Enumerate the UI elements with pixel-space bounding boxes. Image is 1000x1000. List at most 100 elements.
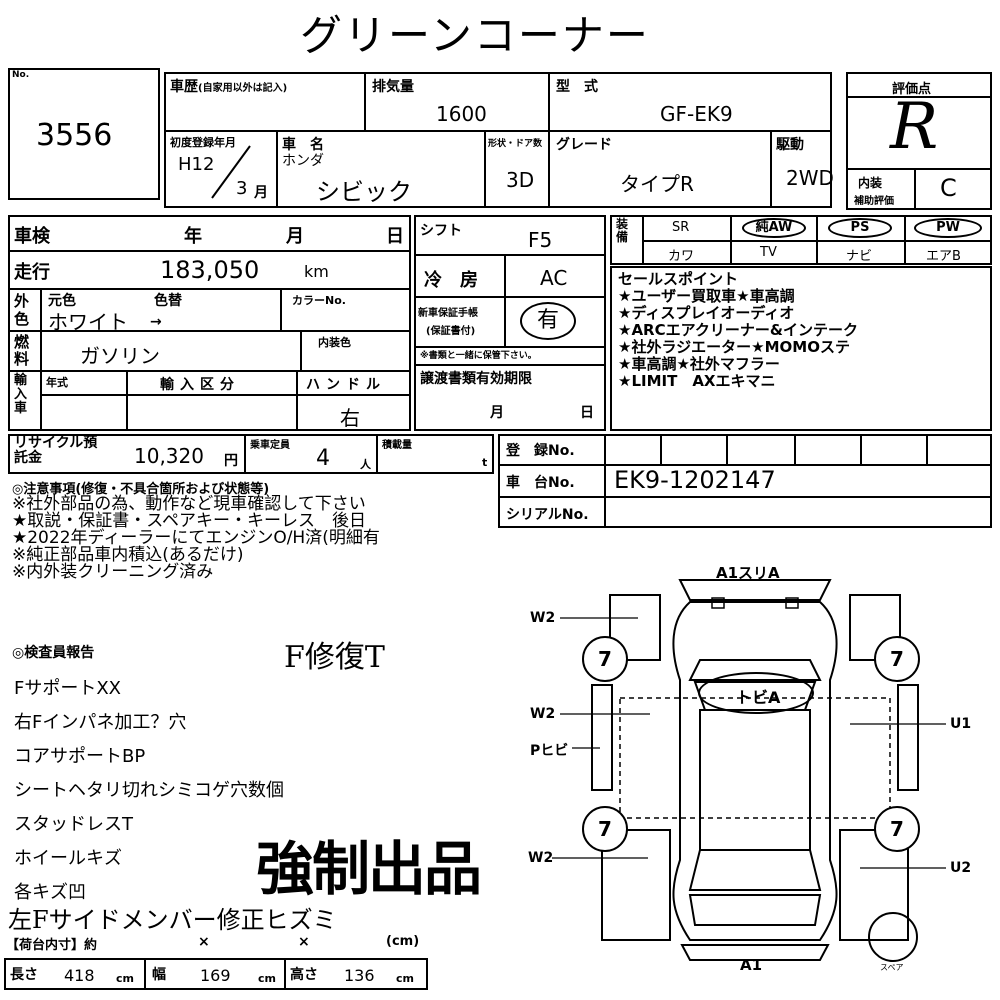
- exterior-label: 外色: [14, 292, 36, 328]
- report-item: スタッドレスT: [14, 814, 133, 835]
- lot-label: No.: [12, 70, 30, 80]
- tire-front-right: 7: [874, 636, 920, 682]
- caution-item: ★取説・保証書・スペアキー・キーレス 後日: [12, 511, 367, 531]
- car-name-value: シビック: [316, 178, 412, 206]
- report-item: 右Fインパネ加工？穴: [14, 712, 187, 733]
- forced-listing-stamp: 強制出品: [256, 835, 482, 903]
- mileage-value: 183,050: [160, 256, 260, 284]
- page-title: グリーンコーナー: [300, 11, 650, 60]
- equip-pw: PW: [914, 218, 982, 238]
- recycle-unit: 円: [224, 453, 238, 469]
- inspection-year: 年: [184, 226, 202, 247]
- recycle-label: リサイクル預託金: [14, 436, 104, 466]
- handle-value: 右: [340, 406, 360, 430]
- tire-rear-right: 7: [874, 806, 920, 852]
- diagram-right-label: U1: [950, 716, 972, 732]
- tire-front-left: 7: [582, 636, 628, 682]
- interior-sublabel: 補助評価: [854, 196, 894, 207]
- history-note: (自家用以外は記入): [198, 83, 288, 94]
- caution-item: ★2022年ディーラーにてエンジンO/H済(明細有: [12, 528, 380, 548]
- capacity-value: 4: [316, 446, 330, 471]
- color-no-label: カラーNo.: [292, 294, 346, 307]
- lot-box: [8, 68, 160, 200]
- sales-points-label: セールスポイント: [618, 270, 739, 288]
- recycle-row: [8, 434, 494, 474]
- inspection-label: 車検: [14, 226, 50, 247]
- equip-sr: SR: [672, 220, 690, 235]
- ac-value: AC: [540, 266, 568, 290]
- first-reg-month: 3: [236, 178, 248, 199]
- equip-ps: PS: [828, 218, 892, 238]
- model-label: 型 式: [556, 79, 598, 95]
- shift-value: F5: [528, 228, 553, 252]
- mileage-unit: km: [304, 262, 329, 281]
- equip-alloy-wheel: 純AW: [742, 218, 806, 238]
- history-label: 車歴(自家用以外は記入): [170, 76, 287, 96]
- inspector-label: ◎検査員報告: [12, 645, 95, 661]
- inspection-month: 月: [286, 226, 304, 247]
- first-reg-year: H12: [178, 154, 215, 175]
- cargo-unit: (cm): [386, 934, 420, 949]
- transfer-label: 譲渡書類有効期限: [420, 371, 532, 387]
- warranty-note: ※書類と一緒に保管下さい。: [420, 351, 537, 361]
- ac-label: 冷 房: [424, 270, 478, 291]
- registration-grid: [498, 434, 992, 528]
- inspector-handwritten-bottom: 左Fサイドメンバー修正ヒズミ: [8, 906, 337, 934]
- report-item: シートヘタリ切れシミコゲ穴数個: [14, 780, 284, 801]
- exterior-change-label: 色替: [154, 293, 182, 309]
- sales-point-item: ★ユーザー買取車★車高調: [618, 287, 795, 305]
- caution-item: ※内外装クリーニング済み: [12, 562, 214, 582]
- length-value: 418: [64, 966, 95, 985]
- diagram-left-label: W2: [530, 706, 556, 722]
- exterior-label-text: 外色: [14, 292, 30, 328]
- doors-value: 3D: [506, 168, 535, 192]
- sales-points-list: ★ユーザー買取車★車高調 ★ディスプレイオーディオ ★ARCエアクリーナー&イン…: [618, 288, 858, 390]
- diagram-left-label: W2: [528, 850, 554, 866]
- diagram-right-label: U2: [950, 860, 972, 876]
- warranty-sublabel: (保証書付): [426, 326, 476, 337]
- report-item: 各キズ凹: [14, 882, 86, 903]
- sales-point-item: ★ディスプレイオーディオ: [618, 304, 795, 322]
- height-value: 136: [344, 966, 375, 985]
- equip-airbag: エアB: [926, 249, 961, 264]
- drive-label: 駆動: [776, 137, 804, 153]
- grade-label: グレード: [556, 137, 612, 153]
- equip-navi: ナビ: [846, 249, 873, 264]
- warranty-value: 有: [520, 302, 576, 340]
- exterior-original-label: 元色: [48, 293, 76, 309]
- spare-tire-circle: [868, 912, 918, 962]
- equip-pw-text: PW: [936, 220, 960, 235]
- equip-alloy-wheel-text: 純AW: [755, 220, 793, 235]
- inspection-day: 日: [386, 226, 404, 247]
- warranty-value-text: 有: [536, 308, 559, 333]
- chassis-label: 車 台No.: [506, 475, 575, 491]
- info-grid-mid: [8, 215, 411, 431]
- diagram-left-label: Pヒビ: [530, 743, 569, 759]
- import-label-text: 輸入車: [14, 373, 28, 416]
- transfer-day: 日: [580, 405, 594, 421]
- spare-label: スペア: [880, 963, 904, 972]
- roof-damage-ellipse: [698, 672, 814, 714]
- warranty-label: 新車保証手帳: [418, 308, 478, 319]
- first-reg-month-unit: 月: [254, 185, 268, 201]
- sales-point-item: ★ARCエアクリーナー&インテーク: [618, 321, 858, 339]
- capacity-unit: 人: [360, 458, 371, 471]
- drive-value: 2WD: [786, 166, 834, 190]
- caution-label: ◎注意事項(修復・不具合箇所および状態等): [12, 482, 270, 497]
- diagram-rear-label: A1: [740, 956, 763, 974]
- first-reg-label: 初度登録年月: [170, 136, 236, 149]
- interior-color-label: 内装色: [318, 336, 351, 349]
- car-maker: ホンダ: [282, 153, 324, 169]
- mileage-label: 走行: [14, 262, 50, 283]
- cargo-x2: ×: [298, 934, 310, 950]
- load-label: 積載量: [382, 440, 412, 451]
- serial-label: シリアルNo.: [506, 507, 589, 523]
- equip-tv: TV: [760, 245, 777, 260]
- equipment-label-text: 装備: [616, 217, 629, 244]
- model-value: GF-EK9: [660, 102, 733, 126]
- history-label-text: 車歴: [170, 79, 198, 95]
- length-unit: cm: [116, 972, 134, 985]
- width-value: 169: [200, 966, 231, 985]
- caution-list: ※社外部品の為、動作など現車確認して下さい ★取説・保証書・スペアキー・キーレス…: [12, 496, 380, 581]
- score-label: 評価点: [892, 82, 932, 97]
